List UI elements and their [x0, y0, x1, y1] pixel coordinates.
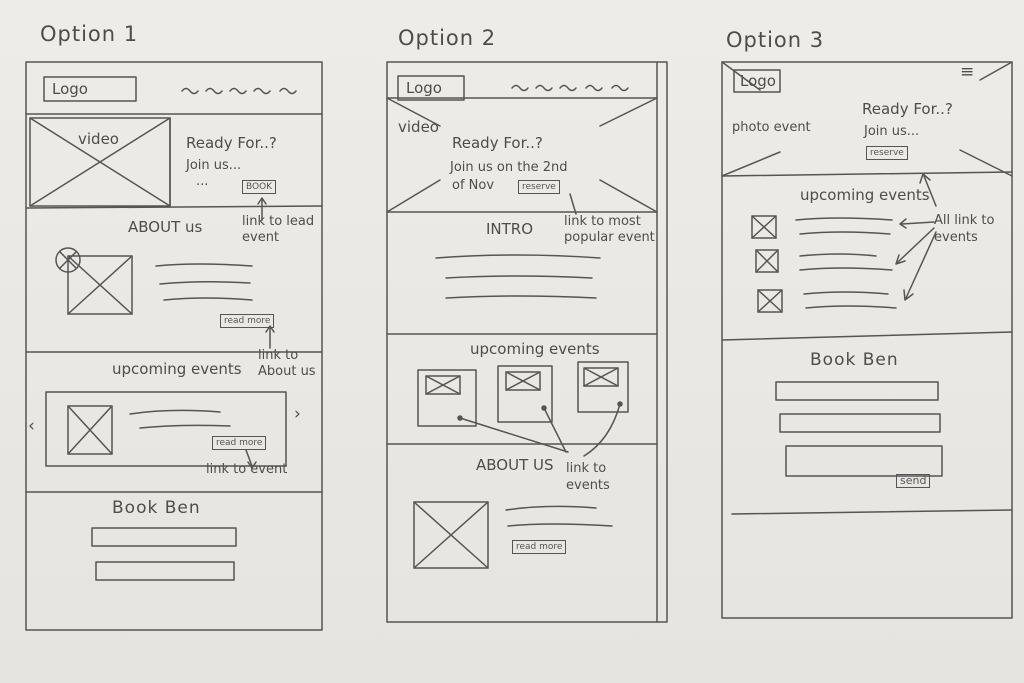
- option3-logo: Logo: [740, 72, 776, 90]
- menu-icon[interactable]: ≡: [960, 62, 976, 82]
- option1-about-heading: ABOUT us: [128, 218, 203, 236]
- option2-logo: Logo: [406, 79, 442, 97]
- option1-book-button[interactable]: BOOK: [242, 180, 277, 194]
- option1-hero-headline: Ready For..?: [186, 134, 277, 152]
- option3-arrow-1: [899, 218, 935, 229]
- option1-about-image: [55, 247, 133, 315]
- option1-annotation-event: link to event: [206, 462, 288, 477]
- option2-event-card-1: [417, 369, 477, 427]
- option1-about-text-lines: [155, 263, 253, 301]
- option3-photo-label: photo event: [732, 120, 811, 135]
- option3-event-thumb-1: [751, 215, 777, 239]
- option3-annotation-all-events: All link to events: [934, 213, 995, 245]
- option2-intro-text-lines: [435, 254, 601, 299]
- option3-event-thumb-2: [755, 249, 779, 273]
- option1-logo: Logo: [52, 80, 88, 98]
- option1-carousel-prev[interactable]: ‹: [28, 416, 36, 436]
- option1-title: Option 1: [40, 22, 139, 46]
- option3-logo-box: [733, 69, 781, 93]
- option1-book-heading: Book Ben: [112, 498, 201, 518]
- option3-book-heading: Book Ben: [810, 350, 899, 370]
- option3-form-field-1: [775, 381, 939, 401]
- option2-upcoming-heading: upcoming events: [470, 340, 600, 358]
- option1-event-text-lines: [129, 409, 231, 429]
- option1-carousel-next[interactable]: ›: [294, 404, 302, 424]
- option2-reserve-button[interactable]: reserve: [518, 180, 560, 194]
- option1-video-placeholder: [29, 117, 171, 207]
- option3-send-button[interactable]: send: [896, 474, 931, 488]
- option3-arrow-3: [903, 231, 937, 301]
- option3-event-thumb-3: [757, 289, 783, 313]
- option1-event-card: [45, 391, 287, 467]
- option2-intro-heading: INTRO: [486, 220, 534, 238]
- option2-about-text-lines: [505, 505, 613, 527]
- option2-frame: [386, 61, 668, 623]
- option3-hero-line1: Join us...: [864, 124, 920, 139]
- option2-video-label: video: [398, 118, 439, 136]
- option1-form-field-2: [95, 561, 235, 581]
- option3-event-text-lines: [795, 217, 897, 309]
- option2-video-placeholder: [386, 97, 658, 213]
- option2-title: Option 2: [398, 26, 497, 50]
- option3-form-textarea: [785, 445, 943, 477]
- option1-form-field-1: [91, 527, 237, 547]
- option1-arrow-event: [245, 449, 257, 469]
- option3-reserve-button[interactable]: reserve: [866, 146, 908, 160]
- option3-frame: [721, 61, 1013, 619]
- option3-arrow-2: [895, 227, 935, 265]
- option2-about-image: [413, 501, 489, 569]
- option1-read-more-button-2[interactable]: read more: [212, 436, 267, 450]
- option2-hero-line1: Join us on the 2nd: [450, 160, 568, 175]
- option2-event-card-3: [577, 361, 629, 413]
- option2-hero-line2: of Nov: [452, 178, 495, 193]
- option2-annotation-popular-event: link to most popular event: [564, 214, 655, 245]
- option1-upcoming-heading: upcoming events: [112, 360, 242, 378]
- option3-title: Option 3: [726, 28, 825, 52]
- option2-link-lines: [459, 403, 621, 457]
- option1-arrow-readmore: [265, 325, 275, 349]
- option3-upcoming-heading: upcoming events: [800, 186, 930, 204]
- option3-form-field-2: [779, 413, 941, 433]
- option2-read-more-button[interactable]: read more: [512, 540, 567, 554]
- option2-hero-headline: Ready For..?: [452, 134, 543, 152]
- option1-frame: [25, 61, 323, 631]
- option1-hero-line2: ...: [196, 174, 209, 189]
- option3-hero-headline: Ready For..?: [862, 100, 953, 118]
- option1-arrow-book: [257, 197, 267, 221]
- option1-logo-box: [43, 76, 137, 102]
- option1-read-more-button-1[interactable]: read more: [220, 314, 275, 328]
- option1-hero-line1: Join us...: [186, 158, 242, 173]
- option2-event-card-2: [497, 365, 553, 423]
- option3-photo-placeholder: [721, 61, 1013, 177]
- option2-logo-box: [397, 75, 465, 101]
- option3-arrow-reserve: [919, 173, 937, 207]
- option1-video-label: video: [78, 130, 119, 148]
- option2-about-heading: ABOUT US: [476, 456, 554, 474]
- option1-annotation-lead-event: link to lead event: [242, 214, 315, 245]
- option2-annotation-events: link to events: [566, 461, 610, 493]
- option2-arrow-reserve: [569, 193, 577, 215]
- option1-annotation-about-us: link to About us: [258, 348, 316, 379]
